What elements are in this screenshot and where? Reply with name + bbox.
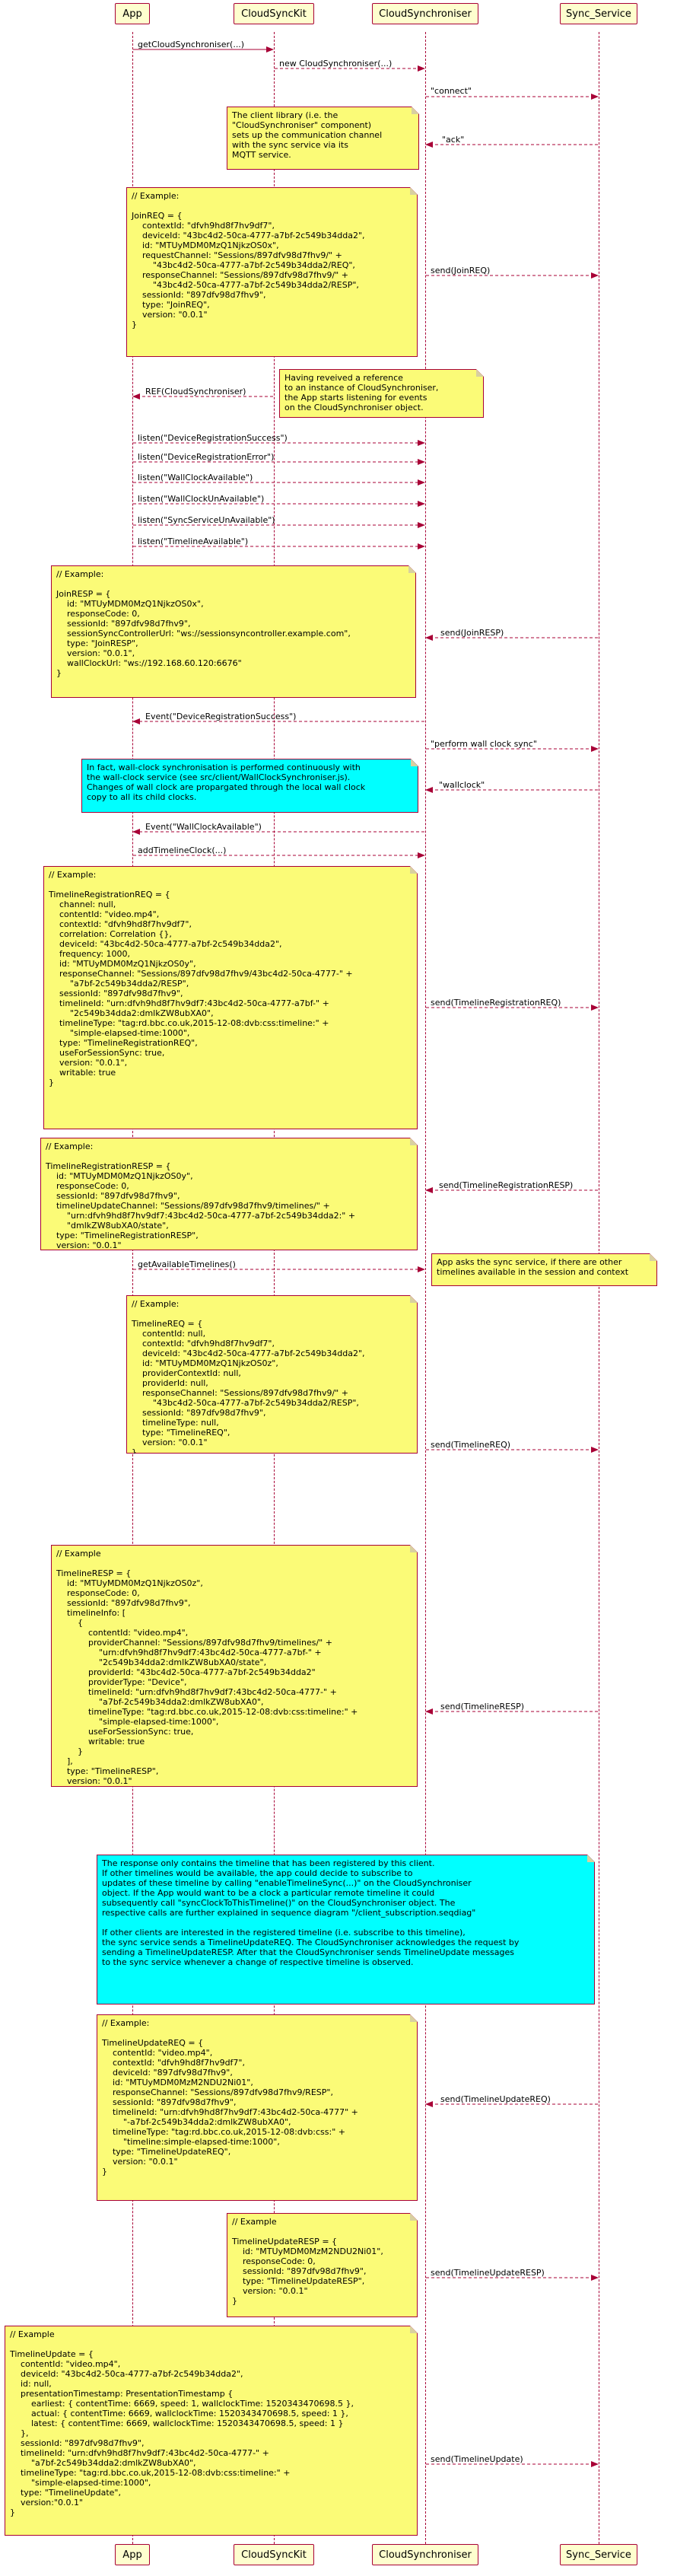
msg-send-timeline-update: send(TimelineUpdate) bbox=[431, 2454, 523, 2464]
participant-cloudsynckit-bottom: CloudSyncKit bbox=[234, 2544, 314, 2565]
msg-event-wall-clock-available: Event("WallClockAvailable") bbox=[145, 822, 262, 832]
note-timeline-registration-req-example: // Example: TimelineRegistrationREQ = { … bbox=[43, 866, 418, 1129]
note-timelineresp-example: // Example TimelineRESP = { id: "MTUyMDM… bbox=[51, 1545, 418, 1787]
msg-send-timeline-update-req: send(TimelineUpdateREQ) bbox=[440, 2094, 551, 2104]
msg-listen-wall-clock-unavailable: listen("WallClockUnAvailable") bbox=[138, 494, 265, 504]
note-client-library-setup: The client library (i.e. the "CloudSynch… bbox=[227, 107, 419, 170]
msg-send-joinreq: send(JoinREQ) bbox=[431, 266, 491, 275]
msg-perform-wall-clock-sync: "perform wall clock sync" bbox=[431, 739, 537, 749]
note-timeline-update-example: // Example TimelineUpdate = { contentId:… bbox=[5, 2326, 418, 2536]
note-app-asks-sync-service: App asks the sync service, if there are … bbox=[431, 1253, 657, 1286]
msg-event-device-registration-success: Event("DeviceRegistrationSuccess") bbox=[145, 712, 297, 721]
msg-ref-cloud-synchroniser: REF(CloudSynchroniser) bbox=[145, 387, 246, 396]
msg-new-cloud-synchroniser: new CloudSynchroniser(...) bbox=[279, 59, 393, 68]
note-joinreq-example: // Example: JoinREQ = { contextId: "dfvh… bbox=[126, 187, 418, 357]
msg-add-timeline-clock: addTimelineClock(...) bbox=[138, 845, 227, 855]
msg-send-joinresp: send(JoinRESP) bbox=[440, 628, 504, 638]
note-timeline-registration-resp-example: // Example: TimelineRegistrationRESP = {… bbox=[40, 1138, 418, 1250]
msg-get-available-timelines: getAvailableTimelines() bbox=[138, 1259, 236, 1269]
participant-sync-service-bottom: Sync_Service bbox=[560, 2544, 637, 2565]
participant-app-bottom: App bbox=[115, 2544, 150, 2565]
msg-listen-device-registration-success: listen("DeviceRegistrationSuccess") bbox=[138, 433, 288, 443]
lifeline-cloudsynckit bbox=[274, 32, 275, 2544]
note-timelinereq-example: // Example: TimelineREQ = { contentId: n… bbox=[126, 1295, 418, 1454]
participant-cloudsynchroniser-top: CloudSynchroniser bbox=[372, 3, 478, 24]
note-timeline-subscription-info: The response only contains the timeline … bbox=[97, 1855, 595, 2004]
msg-send-timeline-req: send(TimelineREQ) bbox=[431, 1440, 511, 1450]
note-timeline-update-resp-example: // Example TimelineUpdateRESP = { id: "M… bbox=[227, 2213, 418, 2317]
msg-listen-device-registration-error: listen("DeviceRegistrationError") bbox=[138, 452, 275, 462]
msg-wallclock: "wallclock" bbox=[439, 780, 485, 790]
msg-send-timeline-update-resp: send(TimelineUpdateRESP) bbox=[431, 2268, 545, 2278]
participant-sync-service-top: Sync_Service bbox=[560, 3, 637, 24]
msg-send-timeline-registration-resp: send(TimelineRegistrationRESP) bbox=[439, 1180, 574, 1190]
lifeline-cloudsynchroniser bbox=[425, 32, 426, 2544]
msg-get-cloud-synchroniser: getCloudSynchroniser(...) bbox=[138, 40, 245, 49]
note-wall-clock-sync-info: In fact, wall-clock synchronisation is p… bbox=[81, 759, 418, 813]
msg-send-timeline-resp: send(TimelineRESP) bbox=[440, 1702, 525, 1711]
msg-listen-sync-service-unavailable: listen("SyncServiceUnAvailable") bbox=[138, 515, 275, 525]
note-app-starts-listening: Having reveived a reference to an instan… bbox=[279, 369, 484, 418]
participant-app-top: App bbox=[115, 3, 150, 24]
participant-cloudsynckit-top: CloudSyncKit bbox=[234, 3, 314, 24]
participant-cloudsynchroniser-bottom: CloudSynchroniser bbox=[372, 2544, 478, 2565]
msg-send-timeline-registration-req: send(TimelineRegistrationREQ) bbox=[431, 998, 561, 1008]
note-timeline-update-req-example: // Example: TimelineUpdateREQ = { conten… bbox=[97, 2014, 418, 2201]
lifeline-app bbox=[132, 32, 133, 2544]
note-joinresp-example: // Example: JoinRESP = { id: "MTUyMDM0Mz… bbox=[51, 565, 416, 698]
msg-ack: "ack" bbox=[442, 135, 465, 145]
msg-listen-wall-clock-available: listen("WallClockAvailable") bbox=[138, 473, 253, 482]
msg-connect: "connect" bbox=[431, 86, 472, 96]
msg-listen-timeline-available: listen("TimelineAvailable") bbox=[138, 537, 249, 546]
